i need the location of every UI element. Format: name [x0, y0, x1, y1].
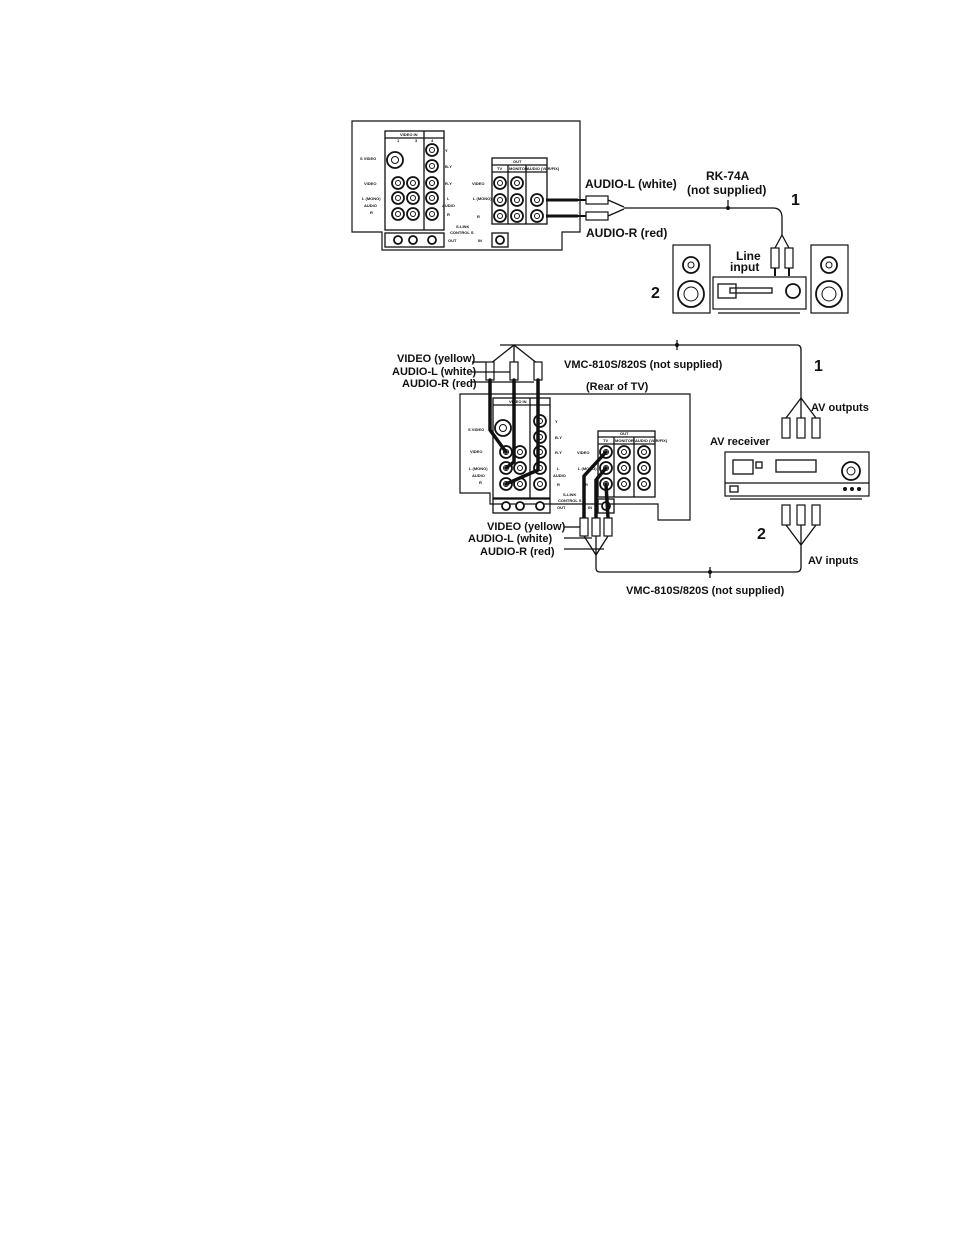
- step-2-label-fig1: 2: [651, 285, 660, 302]
- label-rk-74a: RK-74A: [706, 169, 750, 183]
- label-input: input: [730, 260, 759, 274]
- label-l-mono-out-2: L (MONO): [578, 466, 597, 471]
- label-audio-r-red: AUDIO-R (red): [586, 226, 667, 240]
- label-audio-l-white-b: AUDIO-L (white): [468, 533, 552, 545]
- label-l-2: L: [557, 466, 560, 471]
- label-audio-l-white: AUDIO-L (white): [585, 177, 677, 191]
- label-tv-2: TV: [603, 438, 608, 443]
- output-cables: [564, 450, 821, 578]
- label-r-4: R: [557, 482, 560, 487]
- label-audio-2: AUDIO: [442, 203, 455, 208]
- label-l: L: [447, 196, 450, 201]
- rk-74a-plugs: [546, 195, 794, 276]
- label-vmc-top: VMC-810S/820S (not supplied): [564, 359, 723, 371]
- label-video-out-2: VIDEO: [577, 450, 589, 455]
- tv-rear-panel-1: VIDEO IN 1 3 4 S VIDEO VIDEO L (MONO) AU…: [351, 120, 581, 251]
- label-control-s: CONTROL S: [450, 230, 474, 235]
- label-audio-l-white-2: AUDIO-L (white): [392, 366, 476, 378]
- label-y-2: Y: [555, 419, 558, 424]
- label-audio-r-red-2: AUDIO-R (red): [402, 378, 477, 390]
- step-2-label-fig2: 2: [757, 526, 766, 543]
- label-rear-of-tv: (Rear of TV): [586, 381, 649, 393]
- label-av-outputs: AV outputs: [811, 402, 869, 414]
- label-col-1: 1: [397, 138, 400, 143]
- label-tv: TV: [497, 166, 502, 171]
- step-1-label-fig1: 1: [791, 192, 800, 209]
- label-not-supplied-1: (not supplied): [687, 183, 766, 197]
- label-ctrl-in: IN: [478, 238, 482, 243]
- label-audio: AUDIO: [364, 203, 377, 208]
- label-av-inputs: AV inputs: [808, 555, 859, 567]
- av-receiver: [724, 451, 870, 500]
- label-b-y: B-Y: [445, 164, 452, 169]
- label-out-2: OUT: [620, 431, 629, 436]
- label-r-out: R: [477, 214, 480, 219]
- tv-rear-panel-2: VIDEO IN S VIDEO VIDEO L (MONO) AUDIO R …: [459, 393, 691, 521]
- label-s-link-2: S-LINK: [563, 492, 576, 497]
- label-vmc-bottom: VMC-810S/820S (not supplied): [626, 585, 785, 597]
- label-col-3: 3: [415, 138, 418, 143]
- label-r: R: [370, 210, 373, 215]
- label-video-yellow: VIDEO (yellow): [397, 353, 476, 365]
- label-ctrl-out: OUT: [448, 238, 457, 243]
- label-b-y-2: B-Y: [555, 435, 562, 440]
- label-r-out-2: R: [585, 482, 588, 487]
- label-s-video: S VIDEO: [360, 156, 376, 161]
- label-audio-r-red-b: AUDIO-R (red): [480, 546, 555, 558]
- figure-av-receiver: VIDEO (yellow) AUDIO-L (white) AUDIO-R (…: [392, 340, 870, 597]
- label-r-2: R: [447, 212, 450, 217]
- input-cables: [488, 378, 540, 486]
- label-l-mono-2: L (MONO): [469, 466, 488, 471]
- label-audio-4: AUDIO: [553, 473, 566, 478]
- label-ctrl-in-2: IN: [588, 505, 592, 510]
- label-video-in-2: VIDEO IN: [509, 399, 527, 404]
- label-video-2: VIDEO: [470, 449, 482, 454]
- label-video: VIDEO: [364, 181, 376, 186]
- label-y: Y: [445, 148, 448, 153]
- step-1-label-fig2: 1: [814, 358, 823, 375]
- label-video-in: VIDEO IN: [400, 132, 418, 137]
- label-s-video-2: S VIDEO: [468, 427, 484, 432]
- label-monitor: MONITOR: [509, 166, 528, 171]
- label-r-3: R: [479, 480, 482, 485]
- label-l-mono: L (MONO): [362, 196, 381, 201]
- label-av-receiver: AV receiver: [710, 436, 770, 448]
- label-control-s-2: CONTROL S: [558, 498, 582, 503]
- label-video-yellow-b: VIDEO (yellow): [487, 521, 566, 533]
- label-s-link: S-LINK: [456, 224, 469, 229]
- label-audio-var-2: AUDIO (VAR/FIX): [635, 438, 668, 443]
- label-r-y-2: R-Y: [555, 450, 562, 455]
- label-audio-var: AUDIO (VAR/FIX): [527, 166, 560, 171]
- label-out: OUT: [513, 159, 522, 164]
- label-monitor-2: MONITOR: [615, 438, 634, 443]
- audio-system: [672, 244, 849, 314]
- label-video-out: VIDEO: [472, 181, 484, 186]
- label-line: Line: [736, 249, 761, 263]
- label-r-y: R-Y: [445, 181, 452, 186]
- label-l-mono-out: L (MONO): [473, 196, 492, 201]
- label-col-4: 4: [431, 138, 434, 143]
- vmc-cable-top: [472, 340, 821, 439]
- label-audio-3: AUDIO: [472, 473, 485, 478]
- figure-audio-system: VIDEO IN 1 3 4 S VIDEO VIDEO L (MONO) AU…: [351, 120, 849, 314]
- label-ctrl-out-2: OUT: [557, 505, 566, 510]
